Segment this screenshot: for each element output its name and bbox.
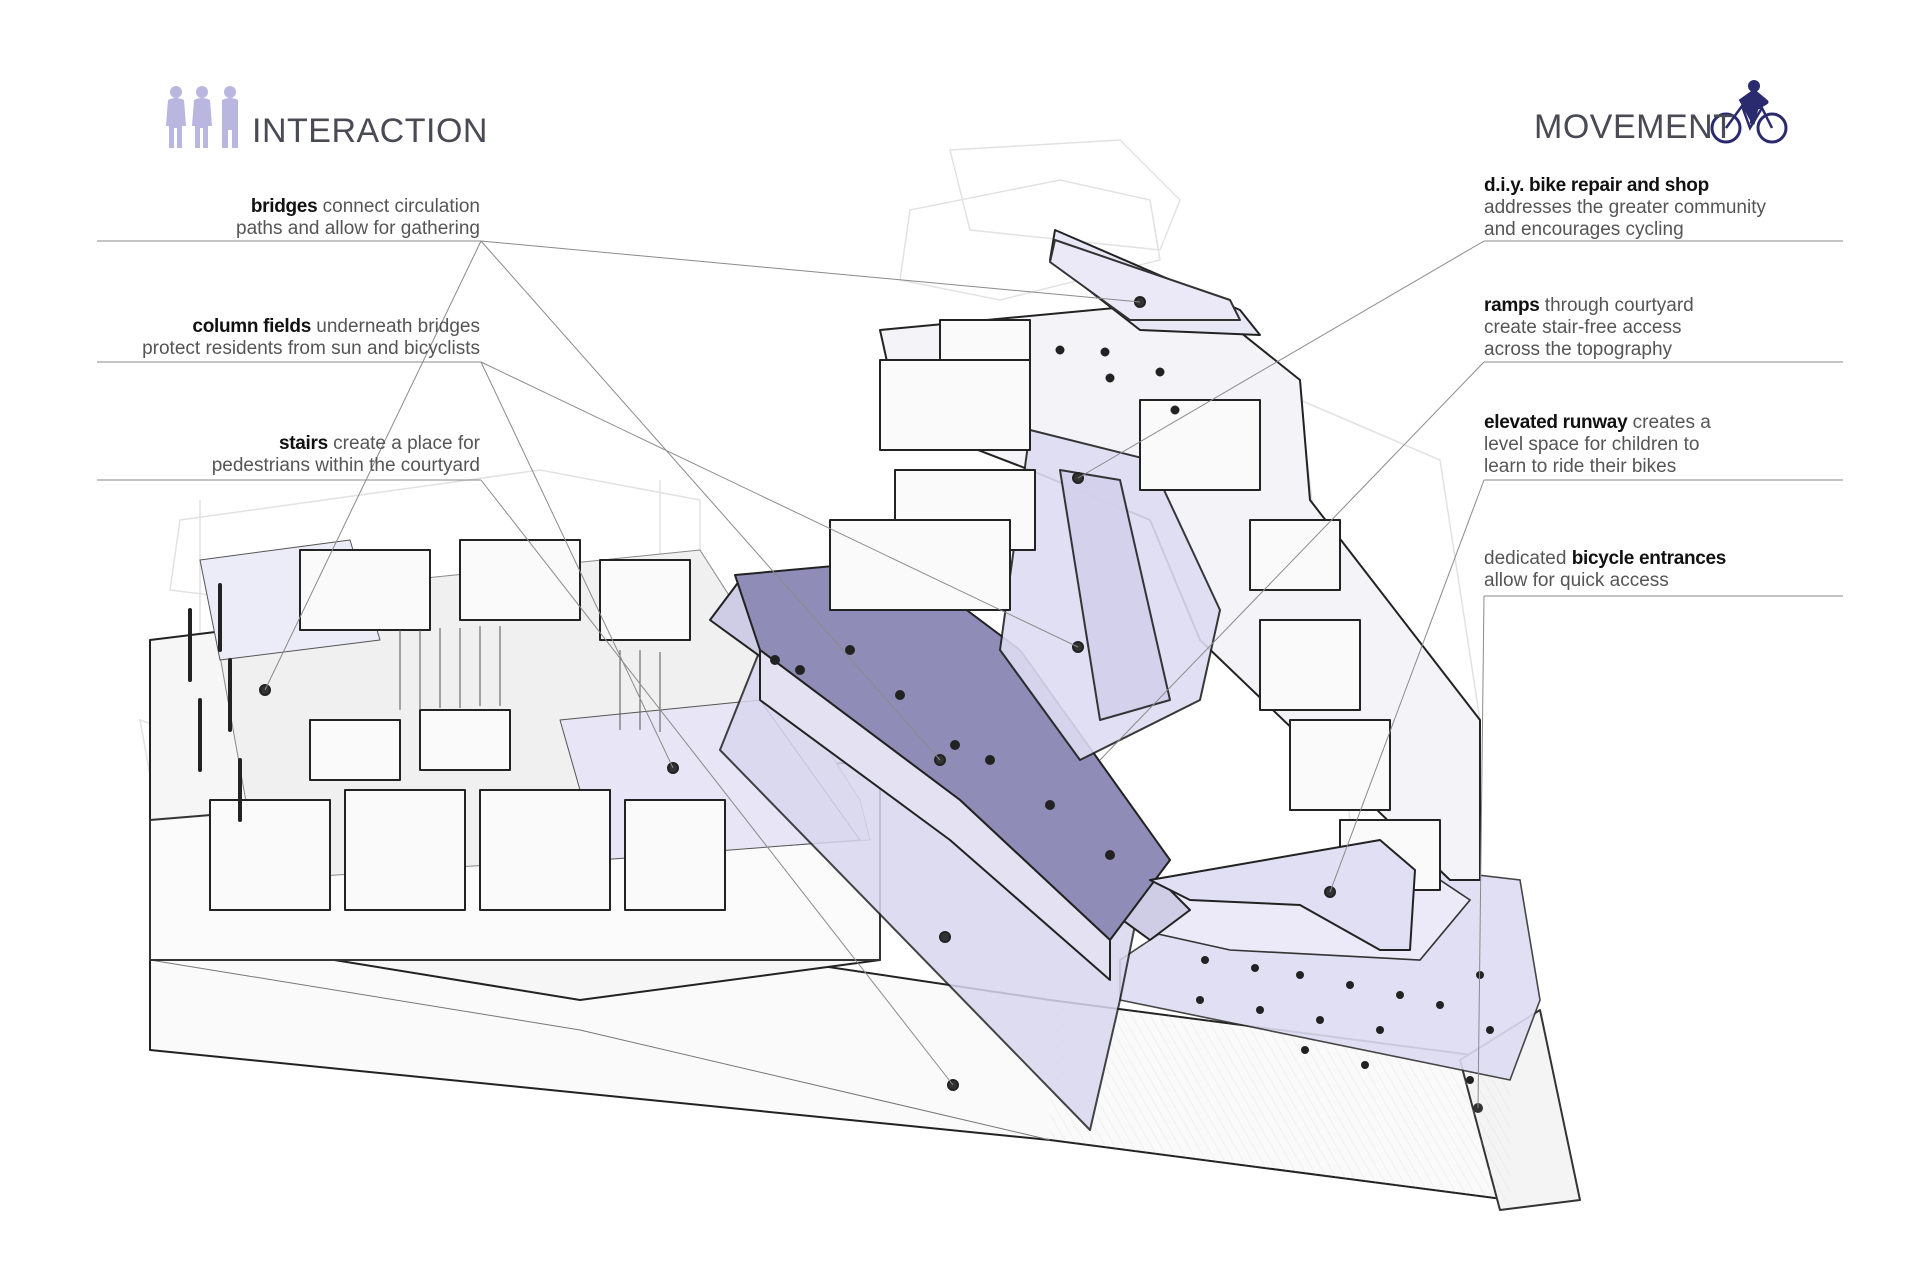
annotation-text: underneath bridges	[310, 316, 480, 337]
annotation-bicycle-entrances: dedicated bicycle entrances allow for qu…	[1484, 548, 1844, 592]
annotation-key: stairs	[279, 433, 328, 454]
annotation-key: bicycle entrances	[1571, 548, 1727, 569]
annotation-text: pedestrians within the courtyard	[211, 455, 480, 476]
cyclist-icon	[1710, 80, 1788, 144]
annotation-text: learn to ride their bikes	[1484, 456, 1677, 477]
annotation-text: addresses the greater community	[1484, 197, 1766, 218]
annotation-diy-bike-repair: d.i.y. bike repair and shop addresses th…	[1484, 175, 1844, 241]
annotation-text: dedicated	[1484, 548, 1572, 569]
annotation-text: allow for quick access	[1484, 570, 1669, 591]
annotation-key: ramps	[1484, 295, 1540, 316]
annotation-bridges: bridges connect circulation paths and al…	[0, 196, 480, 240]
right-residential-block	[829, 229, 1481, 891]
annotation-text: and encourages cycling	[1484, 219, 1684, 240]
annotation-ramps: ramps through courtyard create stair-fre…	[1484, 295, 1844, 361]
annotation-key: column fields	[192, 316, 311, 337]
annotation-stairs: stairs create a place for pedestrians wi…	[0, 433, 480, 477]
elevated-runway	[709, 559, 1191, 1131]
leader-lines	[97, 240, 1843, 1109]
annotation-text: level space for children to	[1484, 434, 1700, 455]
annotation-elevated-runway: elevated runway creates a level space fo…	[1484, 412, 1844, 478]
interaction-heading: INTERACTION	[252, 112, 488, 150]
annotation-text: create stair-free access	[1484, 317, 1682, 338]
annotation-text: creates a	[1627, 412, 1711, 433]
annotation-text: connect circulation	[317, 196, 480, 217]
three-people-silhouette-icon	[166, 86, 238, 148]
annotation-text: through courtyard	[1539, 295, 1694, 316]
left-residential-block	[149, 539, 881, 1001]
courtyard-bridge	[1149, 839, 1416, 951]
annotation-text: paths and allow for gathering	[236, 218, 480, 239]
annotation-column-fields: column fields underneath bridges protect…	[0, 316, 480, 360]
annotation-text: protect residents from sun and bicyclist…	[142, 338, 480, 359]
movement-heading: MOVEMENT	[1534, 108, 1735, 146]
annotation-key: d.i.y. bike repair and shop	[1484, 175, 1709, 196]
annotation-text: across the topography	[1484, 339, 1673, 360]
annotation-key: bridges	[250, 196, 318, 217]
annotation-text: create a place for	[327, 433, 480, 454]
annotation-key: elevated runway	[1484, 412, 1628, 433]
